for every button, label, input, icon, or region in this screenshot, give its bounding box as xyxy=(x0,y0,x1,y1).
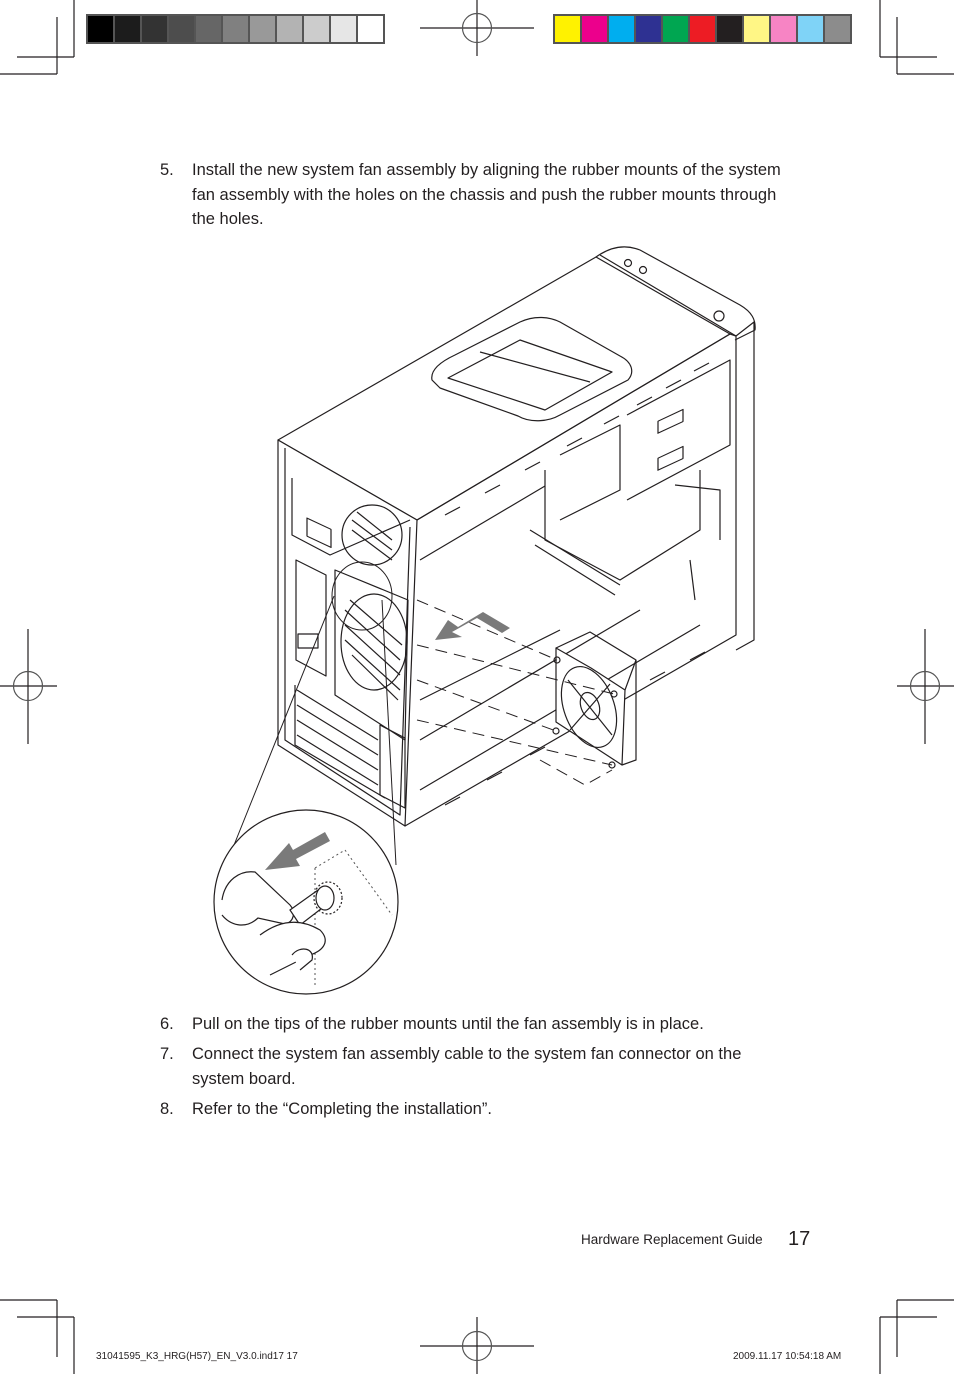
step-number: 8. xyxy=(160,1100,174,1118)
page-number: 17 xyxy=(788,1228,811,1250)
slug-timestamp: 2009.11.17 10:54:18 AM xyxy=(733,1351,842,1362)
pull-direction-arrow xyxy=(265,832,330,870)
swatch xyxy=(115,16,140,42)
install-direction-arrow xyxy=(435,612,510,640)
guide-title: Hardware Replacement Guide xyxy=(581,1232,763,1247)
process-color-bar xyxy=(553,14,852,44)
step-number: 6. xyxy=(160,1015,174,1033)
step-number: 5. xyxy=(160,161,174,179)
swatch xyxy=(636,16,661,42)
swatch xyxy=(304,16,329,42)
swatch xyxy=(277,16,302,42)
swatch xyxy=(331,16,356,42)
step-text: Connect the system fan assembly cable to… xyxy=(192,1045,742,1088)
step-7: 7. Connect the system fan assembly cable… xyxy=(160,1042,800,1091)
swatch xyxy=(663,16,688,42)
swatch xyxy=(690,16,715,42)
swatch xyxy=(223,16,248,42)
swatch xyxy=(609,16,634,42)
swatch xyxy=(717,16,742,42)
swatch xyxy=(825,16,850,42)
swatch xyxy=(798,16,823,42)
step-number: 7. xyxy=(160,1045,174,1063)
step-5: 5. Install the new system fan assembly b… xyxy=(160,158,800,232)
swatch xyxy=(744,16,769,42)
step-8: 8. Refer to the “Completing the installa… xyxy=(160,1097,800,1122)
swatch xyxy=(771,16,796,42)
swatch xyxy=(358,16,383,42)
swatch xyxy=(169,16,194,42)
swatch xyxy=(582,16,607,42)
step-text: Install the new system fan assembly by a… xyxy=(192,161,781,228)
swatch xyxy=(555,16,580,42)
swatch xyxy=(196,16,221,42)
swatch xyxy=(88,16,113,42)
swatch xyxy=(142,16,167,42)
swatch xyxy=(250,16,275,42)
step-text: Refer to the “Completing the installatio… xyxy=(192,1100,492,1118)
slug-filename: 31041595_K3_HRG(H57)_EN_V3.0.ind17 17 xyxy=(96,1351,298,1362)
step-6: 6. Pull on the tips of the rubber mounts… xyxy=(160,1012,800,1037)
grayscale-color-bar xyxy=(86,14,385,44)
step-text: Pull on the tips of the rubber mounts un… xyxy=(192,1015,704,1033)
